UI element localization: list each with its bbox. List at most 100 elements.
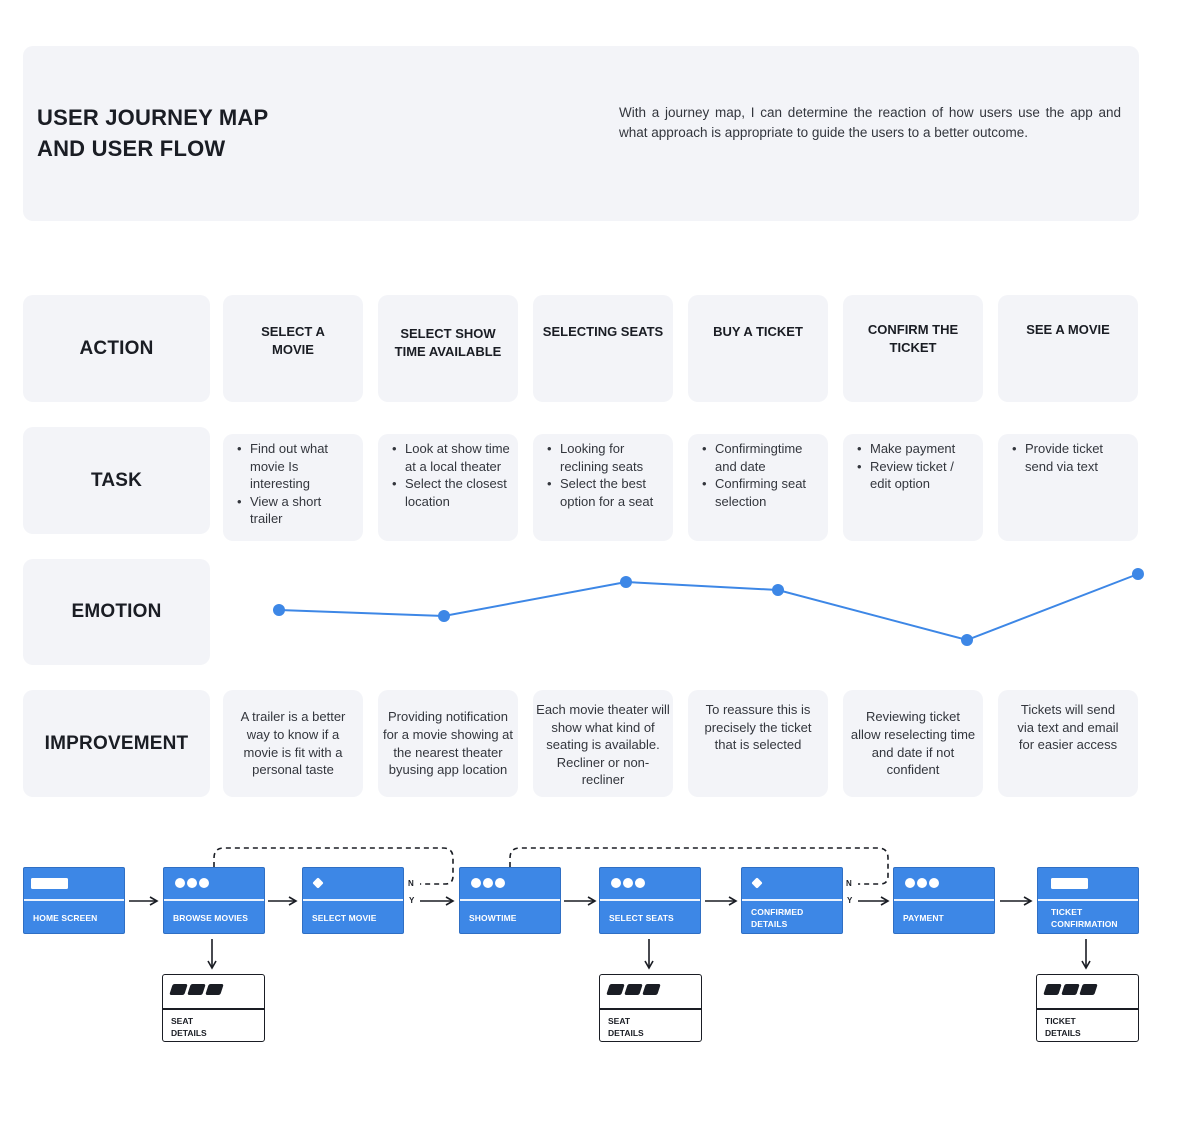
- screen-label: TICKET CONFIRMATION: [1051, 906, 1118, 929]
- divider: [164, 899, 264, 901]
- divider: [460, 899, 560, 901]
- action-card: SELECTING SEATS: [533, 295, 673, 402]
- task-list: Find out what movie Is interesting View …: [237, 440, 357, 528]
- emotion-point: [273, 604, 285, 616]
- branch-yes-label: Y: [847, 896, 853, 905]
- divider: [742, 899, 842, 901]
- action-card: SEE A MOVIE: [998, 295, 1138, 402]
- screen-label: SELECT SEATS: [609, 912, 674, 923]
- flow-detail-ticket-details: TICKET DETAILS: [1036, 974, 1139, 1042]
- branch-no-label: N: [408, 879, 414, 888]
- task-list: Provide ticket send via text: [1012, 440, 1132, 475]
- dots-icon: [905, 878, 939, 888]
- task-item: Make payment: [857, 440, 977, 458]
- task-card: Look at show time at a local theater Sel…: [378, 434, 518, 541]
- improvement-text: Providing notification for a movie showi…: [382, 709, 514, 778]
- task-item: Looking for reclining seats: [547, 440, 667, 475]
- flow-screen-select-movie: SELECT MOVIE: [302, 867, 404, 934]
- detail-label: SEAT DETAILS: [608, 1016, 644, 1038]
- blocks-icon: [169, 984, 224, 995]
- improvement-card: A trailer is a better way to know if a m…: [223, 690, 363, 797]
- row-label-action: ACTION: [23, 295, 210, 402]
- task-item: Find out what movie Is interesting: [237, 440, 357, 493]
- divider: [894, 899, 994, 901]
- row-label-text: EMOTION: [71, 601, 162, 622]
- task-item: Confirmingtime and date: [702, 440, 822, 475]
- screen-label: HOME SCREEN: [33, 912, 98, 923]
- task-list: Confirmingtime and date Confirming seat …: [702, 440, 822, 510]
- action-title: SELECT A MOVIE: [261, 324, 325, 357]
- diamond-icon: [312, 877, 324, 889]
- bar-icon: [31, 878, 68, 889]
- improvement-text: Tickets will send via text and email for…: [1017, 702, 1119, 753]
- improvement-text: A trailer is a better way to know if a m…: [240, 709, 346, 778]
- action-card: CONFIRM THE TICKET: [843, 295, 983, 402]
- bar-icon: [1051, 878, 1088, 889]
- task-item: Select the best option for a seat: [547, 475, 667, 510]
- header-card: USER JOURNEY MAP AND USER FLOW With a jo…: [23, 46, 1139, 221]
- dots-icon: [175, 878, 209, 888]
- branch-yes-label: Y: [409, 896, 415, 905]
- improvement-card: Tickets will send via text and email for…: [998, 690, 1138, 797]
- blocks-icon: [606, 984, 661, 995]
- emotion-point: [961, 634, 973, 646]
- task-item: Select the closest location: [392, 475, 512, 510]
- row-label-text: TASK: [90, 469, 143, 491]
- task-card: Make payment Review ticket / edit option: [843, 434, 983, 541]
- action-title: SELECT SHOW TIME AVAILABLE: [394, 326, 502, 359]
- row-label-improvement: IMPROVEMENT: [23, 690, 210, 797]
- flow-screen-browse-movies: BROWSE MOVIES: [163, 867, 265, 934]
- task-list: Make payment Review ticket / edit option: [857, 440, 977, 493]
- task-list: Look at show time at a local theater Sel…: [392, 440, 512, 510]
- row-label-text: IMPROVEMENT: [44, 732, 189, 754]
- screen-label: BROWSE MOVIES: [173, 912, 248, 923]
- improvement-text: To reassure this is precisely the ticket…: [704, 702, 812, 753]
- action-title: CONFIRM THE TICKET: [867, 322, 959, 355]
- flow-screen-select-seats: SELECT SEATS: [599, 867, 701, 934]
- task-card: Confirmingtime and date Confirming seat …: [688, 434, 828, 541]
- divider: [163, 1008, 264, 1010]
- task-item: Confirming seat selection: [702, 475, 822, 510]
- diamond-icon: [751, 877, 763, 889]
- divider: [600, 1008, 701, 1010]
- action-card: SELECT A MOVIE: [223, 295, 363, 402]
- flow-detail-seat-details: SEAT DETAILS: [599, 974, 702, 1042]
- flow-screen-showtime: SHOWTIME: [459, 867, 561, 934]
- emotion-point: [620, 576, 632, 588]
- screen-label: SELECT MOVIE: [312, 912, 377, 923]
- task-list: Looking for reclining seats Select the b…: [547, 440, 667, 510]
- emotion-line: [278, 573, 1139, 642]
- dots-icon: [611, 878, 645, 888]
- task-item: Review ticket / edit option: [857, 458, 977, 493]
- action-card: BUY A TICKET: [688, 295, 828, 402]
- flow-screen-payment: PAYMENT: [893, 867, 995, 934]
- improvement-card: Reviewing ticket allow reselecting time …: [843, 690, 983, 797]
- emotion-point: [1132, 568, 1144, 580]
- task-card: Provide ticket send via text: [998, 434, 1138, 541]
- task-item: View a short trailer: [237, 493, 357, 528]
- branch-no-label: N: [846, 879, 852, 888]
- screen-label: CONFIRMED DETAILS: [751, 906, 804, 929]
- improvement-text: Each movie theater will show what kind o…: [536, 702, 670, 788]
- screen-label: SHOWTIME: [469, 912, 517, 923]
- flow-screen-confirmed-details: CONFIRMED DETAILS: [741, 867, 843, 934]
- dots-icon: [471, 878, 505, 888]
- action-title: BUY A TICKET: [713, 324, 803, 339]
- page-title: USER JOURNEY MAP AND USER FLOW: [37, 105, 269, 161]
- action-title: SELECTING SEATS: [542, 324, 664, 339]
- flow-screen-ticket-confirmation: TICKET CONFIRMATION: [1037, 867, 1139, 934]
- improvement-card: To reassure this is precisely the ticket…: [688, 690, 828, 797]
- task-item: Look at show time at a local theater: [392, 440, 512, 475]
- screen-label: PAYMENT: [903, 912, 944, 923]
- improvement-text: Reviewing ticket allow reselecting time …: [850, 709, 976, 778]
- row-label-emotion: EMOTION: [23, 559, 210, 665]
- task-card: Looking for reclining seats Select the b…: [533, 434, 673, 541]
- divider: [600, 899, 700, 901]
- action-title: SEE A MOVIE: [1026, 322, 1110, 337]
- page-description: With a journey map, I can determine the …: [619, 105, 1121, 140]
- divider: [1037, 1008, 1138, 1010]
- flow-detail-seat-details: SEAT DETAILS: [162, 974, 265, 1042]
- flow-screen-home: HOME SCREEN: [23, 867, 125, 934]
- improvement-card: Providing notification for a movie showi…: [378, 690, 518, 797]
